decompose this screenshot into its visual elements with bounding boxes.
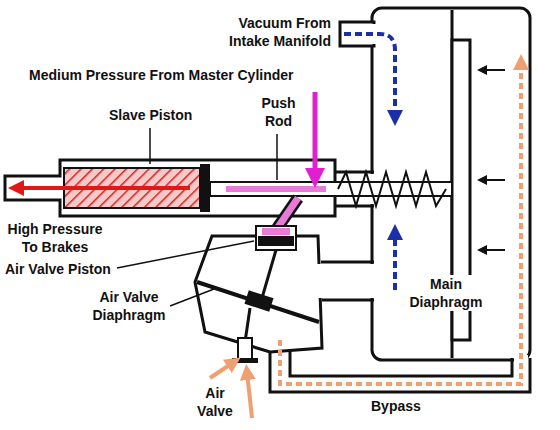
vacuum-flow-arrow (393, 232, 397, 290)
air-valve-diaphragm (197, 282, 319, 322)
air-valve-seat (232, 358, 258, 363)
leader-line (170, 289, 214, 306)
part-label: Vacuum From Intake Manifold (215, 14, 332, 50)
air-flow-arrow (210, 362, 234, 378)
fluid-channel (226, 186, 326, 192)
return-spring (338, 172, 446, 206)
air-flow-arrow (247, 372, 252, 418)
air-valve-piston (258, 236, 294, 246)
piston-seal (200, 164, 210, 212)
valve-stem (245, 308, 250, 342)
valve-stem (262, 250, 276, 298)
wall-opening (369, 264, 376, 298)
leader-line (117, 241, 254, 268)
air-inlet (238, 338, 252, 360)
push-rod (210, 182, 452, 196)
wall-opening (317, 264, 324, 298)
leader-line (149, 128, 151, 164)
vacuum-pipe (321, 261, 374, 264)
part-label: Air Valve (192, 384, 238, 420)
cylinder-neck (335, 205, 374, 208)
air-valve-body (195, 236, 322, 352)
cylinder-neck (335, 171, 374, 174)
high-pressure-arrow (16, 186, 190, 190)
bypass-pipe (290, 348, 512, 376)
force-arrow (482, 249, 505, 251)
piston-bore (256, 226, 296, 250)
part-label: Air Valve Diaphragm (88, 288, 170, 324)
force-arrow (482, 179, 505, 181)
air-flow-arrow (280, 62, 521, 384)
part-label: Main Diaphragm (405, 275, 487, 311)
part-label: Air Valve Piston (4, 260, 112, 278)
vacuum-flow-arrow (344, 34, 395, 118)
part-label: Push Rod (255, 94, 302, 130)
part-label: Bypass (370, 397, 422, 415)
fluid-chamber (262, 228, 290, 235)
force-arrow (482, 69, 505, 71)
vacuum-pipe (322, 299, 374, 302)
part-label: High Pressure To Brakes (4, 220, 106, 256)
part-label: Medium Pressure From Master Cylinder (28, 66, 295, 84)
medium-pressure-arrow (313, 92, 318, 178)
part-label: Slave Piston (108, 106, 193, 124)
leader-line (276, 134, 278, 180)
